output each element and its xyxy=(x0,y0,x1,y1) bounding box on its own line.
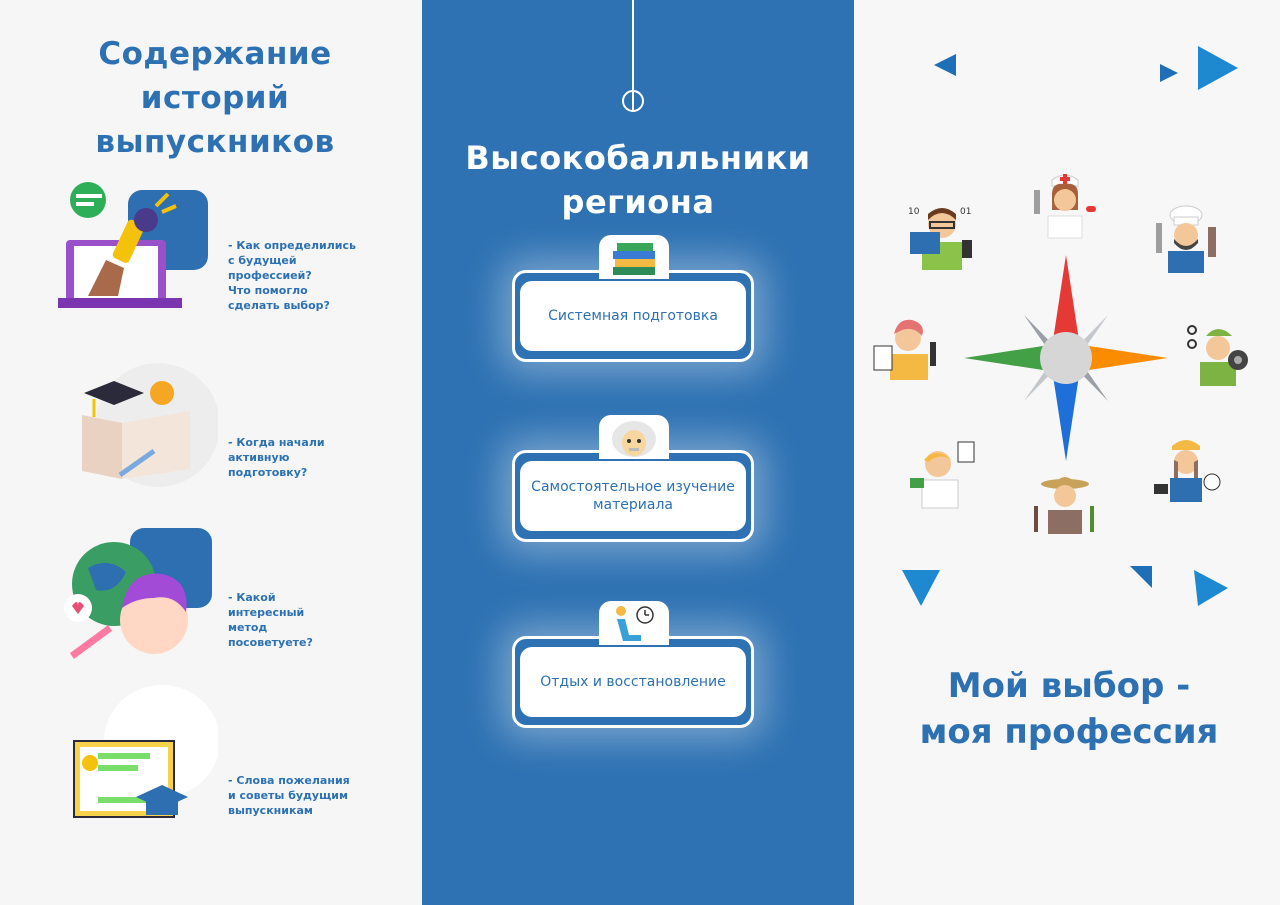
card-self-study: Самостоятельное изучение материала xyxy=(512,415,754,542)
card-label: Системная подготовка xyxy=(520,281,746,351)
triangle-icon xyxy=(1130,566,1152,588)
books-icon xyxy=(613,243,655,275)
card-label: Отдых и восстановление xyxy=(520,647,746,717)
card-label: Самостоятельное изучение материала xyxy=(520,461,746,531)
story-text: - Слова пожелания и советы будущим выпус… xyxy=(228,774,350,817)
globe-student-icon xyxy=(64,528,212,659)
story-text: - Когда начали активную подготовку? xyxy=(228,436,325,479)
cashier-icon xyxy=(1154,440,1221,502)
story-item: - Слова пожелания и советы будущим выпус… xyxy=(0,685,422,835)
nurse-icon xyxy=(1034,174,1096,239)
middle-title: Высокобалльники региона xyxy=(465,139,811,221)
rest-icon xyxy=(616,606,654,641)
story-text: - Как определились с будущей профессией?… xyxy=(228,239,356,312)
compass-rose-icon xyxy=(964,255,1168,461)
svg-text:01: 01 xyxy=(960,207,971,217)
pharmacist-icon xyxy=(910,441,975,509)
right-panel: 10 01 xyxy=(854,0,1280,905)
triangle-icon xyxy=(934,54,956,76)
chef-icon xyxy=(1156,205,1216,273)
farmer-icon xyxy=(1034,477,1094,534)
story-item: - Как определились с будущей профессией?… xyxy=(0,180,422,330)
card-systematic: Системная подготовка xyxy=(512,235,754,362)
story-text: - Какой интересный метод посоветуете? xyxy=(228,591,313,649)
book-graduation-icon xyxy=(82,363,218,487)
story-item: - Какой интересный метод посоветуете? xyxy=(0,528,422,678)
timeline-ring xyxy=(622,90,644,112)
story-item: - Когда начали активную подготовку? xyxy=(0,355,422,505)
programmer-icon: 10 01 xyxy=(908,207,972,270)
timeline-line xyxy=(632,0,634,92)
triangle-icon xyxy=(1194,570,1228,606)
lawyer-icon xyxy=(873,319,936,380)
scientist-icon xyxy=(612,421,656,457)
left-title: Содержание историй выпускников xyxy=(95,36,335,160)
triangle-icon xyxy=(1198,46,1238,90)
middle-panel: Высокобалльники региона Системная подгот… xyxy=(422,0,854,905)
left-panel: Содержание историй выпускников - Как опр… xyxy=(0,0,422,905)
right-title: Мой выбор - моя профессия xyxy=(919,666,1219,752)
diploma-graduation-icon xyxy=(73,685,218,818)
laptop-microphone-icon xyxy=(58,182,208,308)
mechanic-icon xyxy=(1187,325,1248,386)
triangle-icon xyxy=(1160,64,1178,82)
triangle-icon xyxy=(902,570,940,606)
svg-text:10: 10 xyxy=(908,207,920,217)
card-rest: Отдых и восстановление xyxy=(512,601,754,728)
